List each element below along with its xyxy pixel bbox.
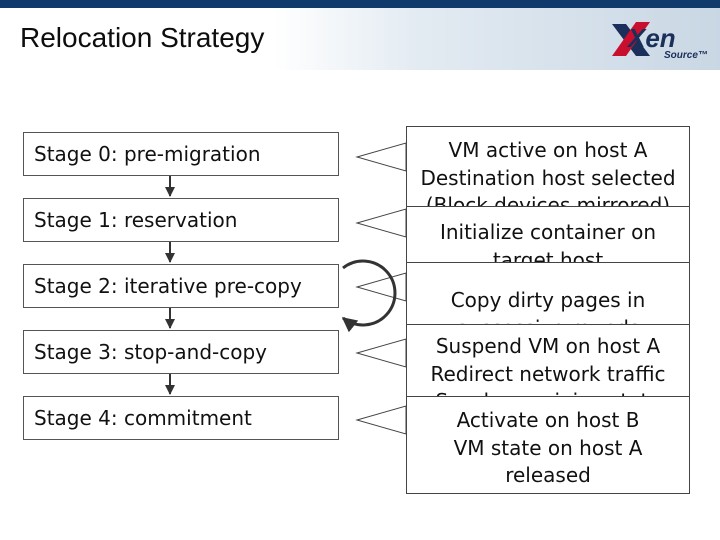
- callout-4-line-2: released: [505, 463, 591, 487]
- stage-box-0: Stage 0: pre-migration: [23, 132, 339, 176]
- callout-2-line-0: Copy dirty pages in: [450, 288, 646, 312]
- stage-box-4: Stage 4: commitment: [23, 396, 339, 440]
- stage-box-3: Stage 3: stop-and-copy: [23, 330, 339, 374]
- slide-title: Relocation Strategy: [20, 22, 265, 53]
- callout-pointer-2: [355, 272, 407, 302]
- callout-1-line-0: Initialize container on: [439, 220, 657, 244]
- stage-box-2: Stage 2: iterative pre-copy: [23, 264, 339, 308]
- callout-0-line-1: Destination host selected: [420, 165, 676, 190]
- x-swoosh-icon: [612, 22, 650, 56]
- callout-pointer-1: [355, 208, 407, 238]
- callout-pointer-3: [355, 338, 407, 368]
- header-banner: Relocation Strategy Xen Source™: [0, 0, 720, 70]
- header-top-band: [0, 0, 720, 8]
- callout-4-line-1: VM state on host A: [453, 435, 643, 460]
- callout-3-line-1: Redirect network traffic: [430, 361, 666, 386]
- callout-box-4: Activate on host B VM state on host A re…: [406, 396, 690, 494]
- logo-main-text: Xen: [626, 23, 676, 53]
- xensource-logo: Xen Source™: [612, 22, 708, 61]
- callout-pointer-4: [355, 405, 407, 435]
- logo-sub-text: Source™: [664, 50, 708, 61]
- stage-box-1: Stage 1: reservation: [23, 198, 339, 242]
- callout-4-line-0: Activate on host B: [456, 408, 640, 432]
- callout-pointer-0: [355, 142, 407, 172]
- callout-3-line-0: Suspend VM on host A: [435, 334, 661, 358]
- callout-0-line-0: VM active on host A: [448, 138, 648, 162]
- iteration-loop-arrow: [341, 259, 397, 333]
